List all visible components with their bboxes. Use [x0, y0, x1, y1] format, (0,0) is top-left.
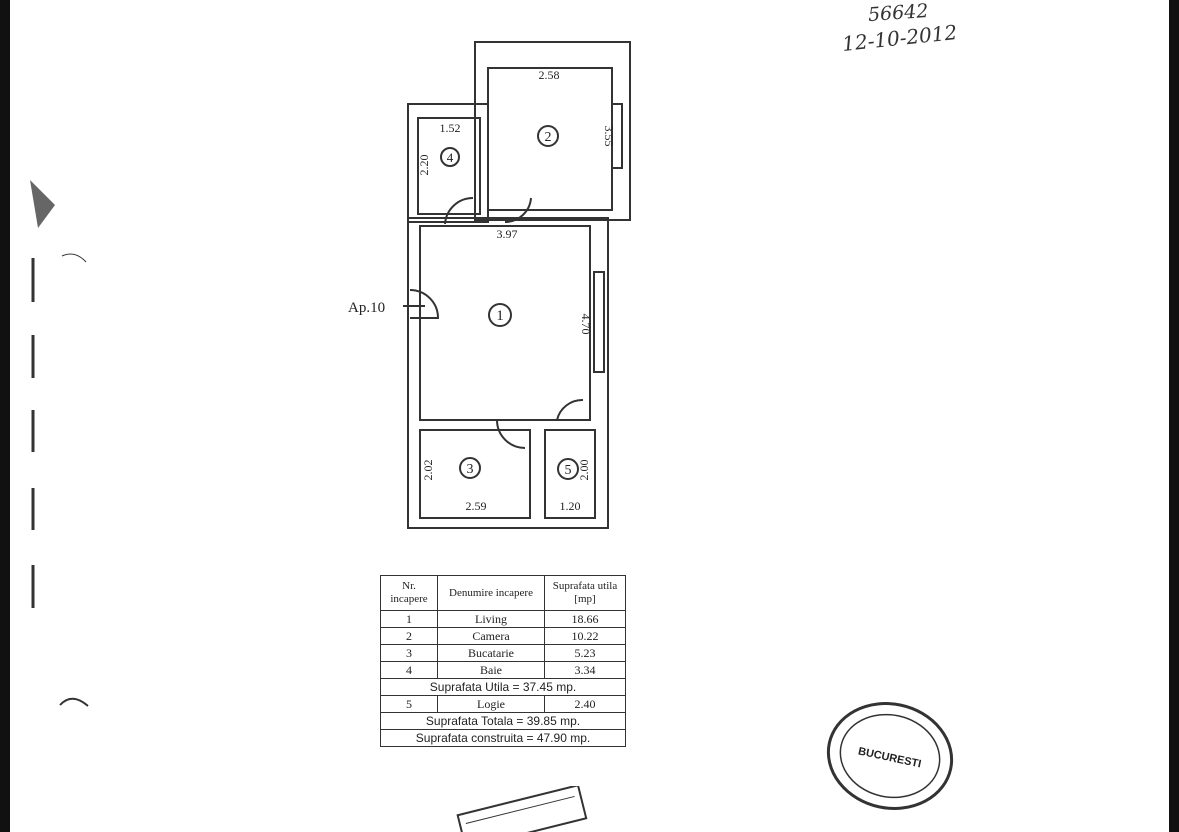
row-area: 10.22 — [544, 627, 626, 645]
header-name: Denumire incapere — [437, 575, 545, 611]
main-outer-wall — [407, 217, 609, 529]
summary-row-utila: Suprafata Utila = 37.45 mp. — [380, 678, 626, 696]
table-row: 2 Camera 10.22 — [380, 627, 626, 645]
room-circle-3 — [459, 457, 481, 479]
suprafata-totala: Suprafata Totala = 39.85 mp. — [380, 712, 626, 730]
stamp-city: BUCURESTI — [857, 745, 922, 770]
room1-outline — [419, 225, 591, 421]
scan-edge-left — [0, 0, 10, 832]
door-room5 — [556, 398, 584, 421]
dim-room1-height: 4.70 — [579, 314, 593, 335]
dim-room5-height: 2.00 — [577, 460, 591, 481]
dim-room1-width: 3.97 — [497, 227, 518, 241]
dim-room2-height: 3.55 — [602, 126, 616, 147]
door-room2 — [504, 197, 532, 224]
room-circle-1 — [488, 303, 512, 327]
room5-outline — [544, 429, 596, 519]
dim-room4-height: 2.20 — [417, 155, 431, 176]
suprafata-utila: Suprafata Utila = 37.45 mp. — [380, 678, 626, 696]
dim-room3-width: 2.59 — [466, 499, 487, 513]
row-area: 3.34 — [544, 661, 626, 679]
row-name: Logie — [437, 695, 545, 713]
entrance-label: Ap.10 — [348, 300, 385, 316]
door-entrance — [409, 289, 440, 319]
table-row: 1 Living 18.66 — [380, 610, 626, 628]
row-area: 18.66 — [544, 610, 626, 628]
summary-row-totala: Suprafata Totala = 39.85 mp. — [380, 712, 626, 730]
summary-row-construita: Suprafata construita = 47.90 mp. — [380, 729, 626, 747]
room-circle-4 — [440, 147, 460, 167]
table-row-loggia: 5 Logie 2.40 — [380, 695, 626, 713]
table-row: 3 Bucatarie 5.23 — [380, 644, 626, 662]
room-circle-5 — [557, 458, 579, 480]
room-number-5: 5 — [565, 463, 572, 478]
row-nr: 2 — [380, 627, 438, 645]
room2-outer-wall — [474, 41, 631, 221]
row-name: Baie — [437, 661, 545, 679]
row-nr: 5 — [380, 695, 438, 713]
table-header-row: Nr. incapere Denumire incapere Suprafata… — [380, 575, 626, 611]
dim-room4-width: 1.52 — [440, 121, 461, 135]
room3-outline — [419, 429, 531, 519]
dim-room5-width: 1.20 — [560, 499, 581, 513]
row-nr: 3 — [380, 644, 438, 662]
room-circle-2 — [537, 125, 559, 147]
scan-mark — [61, 253, 87, 263]
header-nr: Nr. incapere — [380, 575, 438, 611]
row-nr: 4 — [380, 661, 438, 679]
door-room4 — [444, 196, 474, 225]
dim-room2-width: 2.58 — [539, 68, 560, 82]
door-room3 — [496, 419, 526, 449]
dim-room3-height: 2.02 — [421, 460, 435, 481]
room-number-1: 1 — [496, 308, 504, 324]
row-area: 5.23 — [544, 644, 626, 662]
scan-smudge — [30, 180, 55, 228]
row-name: Living — [437, 610, 545, 628]
official-stamp: BUCURESTI — [826, 702, 954, 810]
header-area: Suprafata utila [mp] — [544, 575, 626, 611]
suprafata-construita: Suprafata construita = 47.90 mp. — [380, 729, 626, 747]
table-row: 4 Baie 3.34 — [380, 661, 626, 679]
window-room1 — [593, 271, 605, 373]
room-number-4: 4 — [447, 150, 454, 165]
scan-edge-right — [1169, 0, 1179, 832]
row-nr: 1 — [380, 610, 438, 628]
row-name: Bucatarie — [437, 644, 545, 662]
room-number-3: 3 — [467, 462, 474, 477]
window-room2 — [611, 103, 623, 169]
area-table: Nr. incapere Denumire incapere Suprafata… — [380, 575, 626, 747]
room4-outline — [417, 117, 481, 215]
partial-stamp — [456, 786, 588, 832]
room-number-2: 2 — [545, 130, 552, 145]
scan-mark — [59, 697, 89, 707]
row-area: 2.40 — [544, 695, 626, 713]
row-name: Camera — [437, 627, 545, 645]
